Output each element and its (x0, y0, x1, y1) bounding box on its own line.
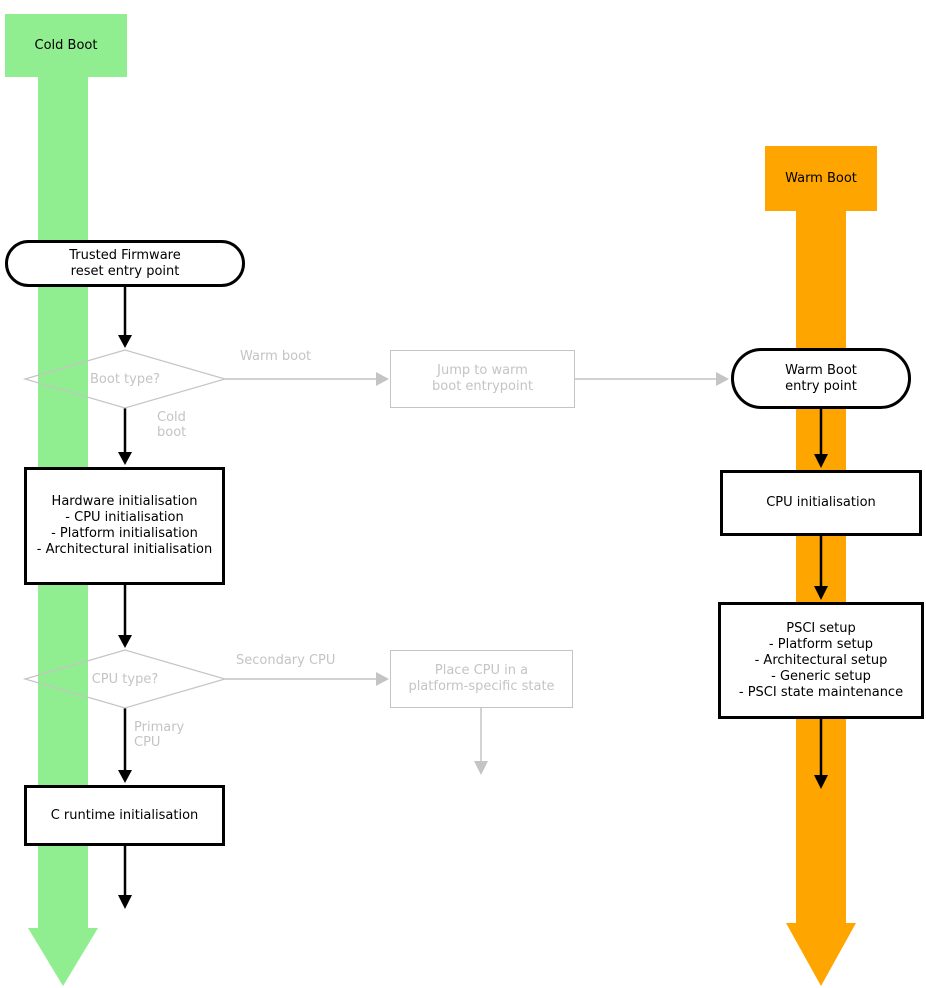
primary-cpu-edge-line-1: Primary (134, 720, 185, 735)
reset-entry-point-node: Trusted Firmware reset entry point (5, 240, 245, 287)
arrowhead (716, 372, 729, 386)
psci-line-3: - Architectural setup (754, 652, 888, 668)
arrowhead (814, 586, 828, 600)
cold-boot-edge-line-2: boot (157, 425, 187, 440)
jump-warm-boot-node: Jump to warm boot entrypoint (390, 350, 575, 408)
cpu-type-decision-diamond (22, 649, 228, 709)
warm-boot-edge-label: Warm boot (240, 349, 312, 364)
warm-entry-line-1: Warm Boot (785, 362, 857, 378)
psci-line-5: - PSCI state maintenance (738, 684, 904, 700)
warm-boot-band-arrowhead (786, 923, 856, 986)
psci-line-1: PSCI setup (786, 620, 856, 636)
psci-line-4: - Generic setup (771, 668, 871, 684)
primary-cpu-edge-line-2: CPU (134, 735, 161, 750)
c-runtime-label: C runtime initialisation (50, 807, 199, 823)
place-cpu-node: Place CPU in a platform-specific state (390, 650, 573, 708)
psci-line-2: - Platform setup (768, 636, 874, 652)
hw-init-line-4: - Architectural initialisation (36, 542, 213, 557)
arrowhead (118, 335, 132, 348)
cold-boot-band-arrowhead (28, 928, 98, 986)
cold-boot-edge-label: Cold boot (157, 410, 186, 440)
c-runtime-initialisation-node: C runtime initialisation (24, 785, 225, 846)
arrowhead (376, 672, 389, 686)
warm-boot-entry-point-node: Warm Boot entry point (731, 348, 911, 409)
cold-boot-banner-label: Cold Boot (34, 38, 98, 53)
arrowhead (474, 761, 488, 775)
arrowhead (814, 454, 828, 468)
cold-path-arrows (118, 287, 132, 909)
jump-warm-line-1: Jump to warm (437, 363, 528, 378)
arrowhead (118, 452, 132, 465)
cold-boot-banner: Cold Boot (5, 14, 127, 77)
boot-type-decision-label: Boot type? (90, 372, 160, 387)
primary-cpu-edge-label: Primary CPU (134, 720, 184, 750)
cpu-init-label: CPU initialisation (766, 495, 876, 510)
hw-init-line-2: - CPU initialisation (65, 510, 184, 525)
secondary-cpu-edge-label: Secondary CPU (236, 653, 336, 668)
boot-type-decision-diamond (22, 349, 228, 409)
warm-path-arrows (814, 409, 828, 789)
arrowhead (118, 895, 132, 909)
hw-init-line-1: Hardware initialisation (51, 494, 198, 509)
arrowhead (118, 635, 132, 648)
psci-setup-node: PSCI setup - Platform setup - Architectu… (718, 602, 924, 719)
warm-boot-banner-label: Warm Boot (785, 171, 857, 186)
reset-entry-line-1: Trusted Firmware (69, 247, 181, 263)
cpu-type-decision-label: CPU type? (91, 672, 159, 687)
arrowhead (376, 372, 389, 386)
reset-entry-line-2: reset entry point (70, 263, 180, 279)
warm-boot-banner: Warm Boot (765, 146, 877, 211)
hardware-initialisation-node: Hardware initialisation - CPU initialisa… (24, 467, 225, 585)
warm-entry-line-2: entry point (785, 378, 857, 394)
arrowhead (814, 775, 828, 789)
cold-boot-edge-line-1: Cold (157, 410, 186, 425)
cpu-initialisation-node: CPU initialisation (720, 470, 922, 536)
jump-warm-line-2: boot entrypoint (432, 379, 533, 394)
inactive-path-arrows (225, 372, 729, 775)
place-cpu-line-1: Place CPU in a (434, 663, 529, 678)
hw-init-line-3: - Platform initialisation (51, 526, 198, 541)
arrowhead (118, 770, 132, 783)
place-cpu-line-2: platform-specific state (408, 679, 555, 694)
